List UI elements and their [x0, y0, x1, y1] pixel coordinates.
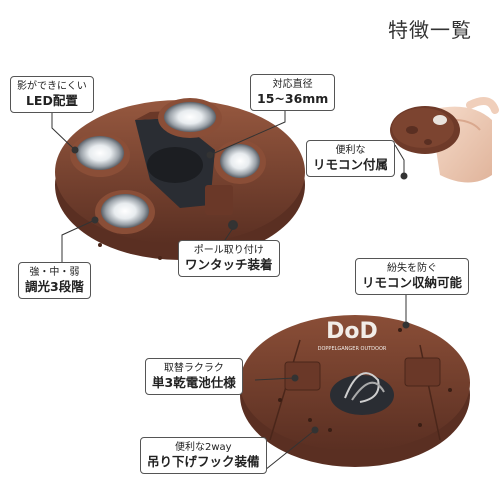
- callout-led-line2: LED配置: [25, 93, 78, 108]
- callout-remote-line2: リモコン付属: [313, 157, 389, 172]
- callout-pole-mount: ポール取り付け ワンタッチ装着: [178, 240, 280, 278]
- callout-pole-line1: ポール取り付け: [193, 245, 264, 256]
- callout-led-placement: 影ができにくい LED配置: [10, 76, 94, 114]
- callout-remote-storage: 紛失を防ぐ リモコン収納可能: [355, 258, 470, 296]
- remote-in-hand: [390, 97, 499, 183]
- callout-battery: 取替ラクラク 単3乾電池仕様: [145, 358, 243, 396]
- led-light-1: [70, 133, 130, 177]
- callout-pole-line2: ワンタッチ装着: [185, 257, 273, 272]
- callout-hook-line2: 吊り下げフック装備: [147, 454, 260, 469]
- callout-diameter: 対応直径 15~36mm: [250, 74, 336, 112]
- callout-remote-included: 便利な リモコン付属: [306, 140, 396, 178]
- callout-led-line1: 影ができにくい: [17, 81, 87, 92]
- callout-dimmer: 強・中・弱 調光3段階: [18, 262, 91, 300]
- callout-diameter-line1: 対応直径: [272, 79, 313, 90]
- lamp-top-view: [55, 98, 305, 260]
- callout-diameter-line2: 15~36mm: [257, 91, 329, 106]
- callout-hook-line1: 便利な2way: [174, 442, 232, 453]
- dod-logo-sub: DOPPELGANGER OUTDOOR: [318, 346, 387, 352]
- led-light-4: [95, 190, 155, 234]
- page-title: 特徴一覧: [388, 18, 472, 42]
- callout-storage-line2: リモコン収納可能: [362, 275, 463, 290]
- callout-battery-line1: 取替ラクラク: [163, 363, 224, 374]
- leader-dots: [71, 146, 410, 434]
- led-light-2: [158, 98, 222, 138]
- lamp-bottom-view: [240, 315, 470, 467]
- dod-logo: DoD: [326, 319, 378, 344]
- callout-remote-line1: 便利な: [335, 145, 366, 156]
- callout-dimmer-line1: 強・中・弱: [29, 267, 80, 278]
- led-light-3: [214, 140, 266, 184]
- callout-hanging-hook: 便利な2way 吊り下げフック装備: [140, 437, 267, 475]
- callout-storage-line1: 紛失を防ぐ: [387, 263, 437, 274]
- callout-battery-line2: 単3乾電池仕様: [152, 375, 236, 390]
- callout-dimmer-line2: 調光3段階: [25, 279, 84, 294]
